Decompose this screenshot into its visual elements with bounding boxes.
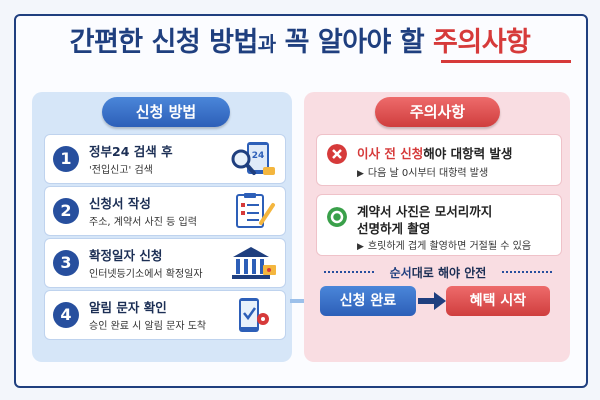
check-circle-icon — [327, 207, 347, 227]
caution-card-photo: 계약서 사진은 모서리까지 선명하게 촬영 ▶흐릿하게 겹게 촬영하면 거절될 … — [316, 194, 562, 256]
caution-card-timing: 이사 전 신청해야 대항력 발생 ▶다음 날 0시부터 대항력 발생 — [316, 134, 562, 186]
dotted-line-left — [324, 271, 374, 273]
step-subtitle: 승인 완료 시 알림 문자 도착 — [89, 321, 207, 332]
benefit-start-button[interactable]: 혜택 시작 — [446, 286, 550, 316]
dotted-line-right — [502, 271, 552, 273]
step-4: 4 알림 문자 확인 승인 완료 시 알림 문자 도착 — [44, 290, 286, 340]
x-icon — [327, 144, 347, 164]
step-subtitle: 인터넷등기소에서 확정일자 — [89, 269, 203, 280]
gov24-badge: 24 — [252, 151, 265, 161]
step-subtitle: '전입신고' 검색 — [89, 165, 153, 176]
step-number: 1 — [53, 146, 79, 172]
step-title: 확정일자 신청 — [89, 248, 163, 263]
caution-highlight: 이사 전 신청 — [357, 146, 424, 161]
caution-title-line1: 계약서 사진은 모서리까지 — [357, 204, 493, 219]
page-title: 간편한 신청 방법과 꼭 알아야 할 주의사항 — [0, 20, 600, 59]
title-conjunction: 과 — [257, 32, 276, 56]
step-title: 신청서 작성 — [89, 196, 151, 211]
method-header: 신청 방법 — [102, 97, 230, 127]
caution-rest: 해야 대항력 발생 — [423, 146, 513, 161]
caution-subtitle: ▶흐릿하게 겹게 촬영하면 거절될 수 있음 — [357, 241, 532, 252]
title-part-cautions: 주의사항 — [433, 27, 531, 58]
caution-title: 이사 전 신청해야 대항력 발생 — [357, 143, 512, 162]
caution-subtitle: ▶다음 날 0시부터 대항력 발생 — [357, 168, 489, 179]
step-1: 1 정부24 검색 후 '전입신고' 검색 24 — [44, 134, 286, 184]
step-3: 3 확정일자 신청 인터넷등기소에서 확정일자 — [44, 238, 286, 288]
title-part-must-know: 꼭 알아야 할 — [284, 27, 425, 58]
step-subtitle: 주소, 계약서 사진 등 입력 — [89, 217, 197, 228]
cautions-header: 주의사항 — [375, 97, 500, 127]
title-part-method: 간편한 신청 방법 — [69, 27, 259, 58]
application-complete-button[interactable]: 신청 완료 — [320, 286, 416, 316]
search-icon: 24 — [231, 142, 275, 175]
bullet-arrow-icon: ▶ — [357, 169, 364, 179]
step-2: 2 신청서 작성 주소, 계약서 사진 등 입력 — [44, 186, 286, 236]
arrow-right-icon — [418, 292, 446, 310]
step-title: 알림 문자 확인 — [89, 300, 167, 315]
step-number: 2 — [53, 198, 79, 224]
phone-icon — [239, 298, 269, 332]
form-icon — [236, 193, 275, 228]
caution-title-line2: 선명하게 촬영 — [357, 221, 431, 236]
title-underline — [441, 60, 571, 63]
step-title: 정부24 검색 후 — [89, 144, 173, 159]
step-number: 4 — [53, 302, 79, 328]
bullet-arrow-icon: ▶ — [357, 242, 364, 252]
order-safety-note: 순서대로 해야 안전 — [389, 266, 487, 280]
step-number: 3 — [53, 250, 79, 276]
bank-icon — [232, 247, 276, 279]
